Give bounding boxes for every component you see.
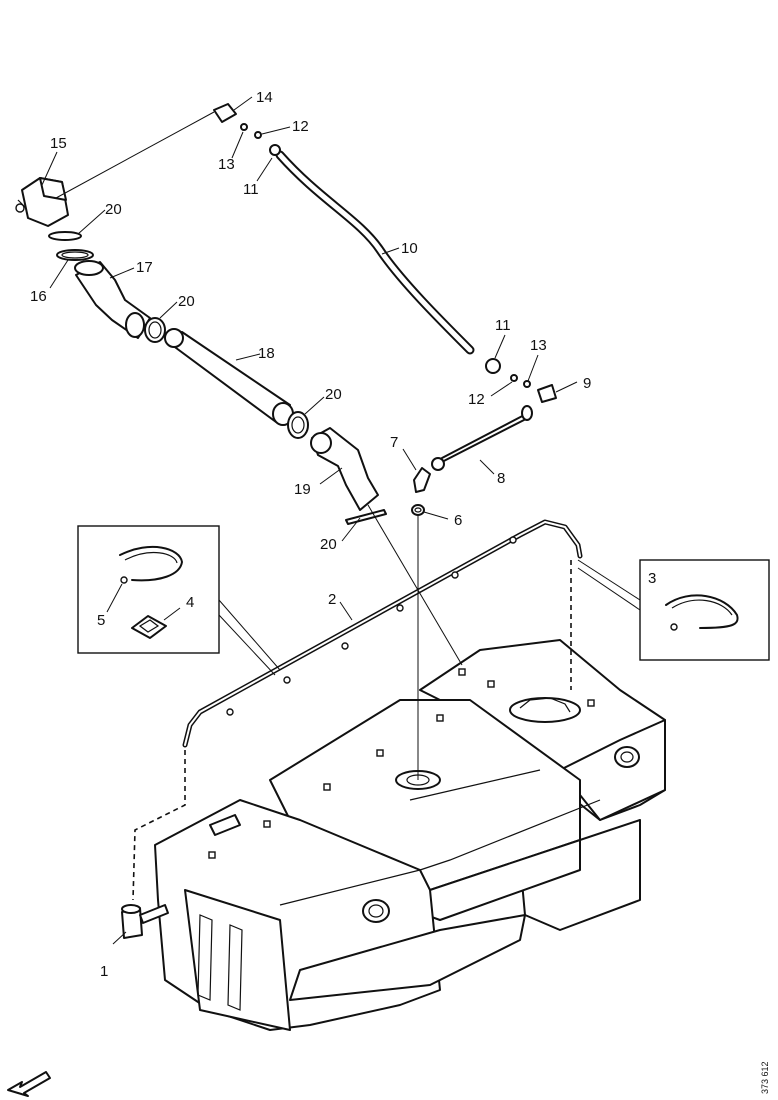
fitting-7 [413, 467, 431, 493]
filler-elbow-hose [74, 260, 151, 339]
callout-14: 14 [256, 89, 273, 106]
vent-hose [213, 103, 557, 403]
callout-6: 6 [454, 512, 462, 529]
hose-clamp-20d [345, 509, 387, 525]
callout-19: 19 [294, 481, 311, 498]
lower-filler-hose [310, 427, 379, 511]
callout-20-c: 20 [325, 386, 342, 403]
leader-lines [41, 96, 578, 945]
callout-17: 17 [136, 259, 153, 276]
callout-1: 1 [100, 963, 108, 980]
grommet-6 [411, 504, 425, 516]
callout-4: 4 [186, 594, 194, 611]
callout-11-lower: 11 [495, 317, 511, 334]
callout-20-a: 20 [105, 201, 122, 218]
callout-labels: 1 2 3 4 5 6 7 8 9 10 11 11 12 12 13 13 1… [30, 89, 656, 980]
callout-9: 9 [583, 375, 591, 392]
drawing-number: 373 612 [760, 1061, 770, 1094]
hose-clamp-20b [144, 317, 166, 343]
seal-ring-upper [48, 231, 82, 241]
callout-15: 15 [50, 135, 67, 152]
detail-box-left [77, 525, 220, 654]
vent-valve [121, 904, 169, 939]
callout-12-lower: 12 [468, 391, 485, 408]
callout-13-upper: 13 [218, 156, 235, 173]
callout-13-lower: 13 [530, 337, 547, 354]
callout-5: 5 [97, 612, 105, 629]
callout-16: 16 [30, 288, 47, 305]
callout-7: 7 [390, 434, 398, 451]
pipe-8 [431, 405, 533, 471]
callout-8: 8 [497, 470, 505, 487]
fuel-tank [154, 639, 666, 1031]
callout-20-b: 20 [178, 293, 195, 310]
callout-18: 18 [258, 345, 275, 362]
callout-2: 2 [328, 591, 336, 608]
hose-clamp-20c [287, 411, 309, 439]
hose-clamp-16 [56, 249, 94, 261]
filler-pipe [164, 328, 294, 426]
detail-box-right [639, 559, 770, 661]
front-direction-arrow-icon [7, 1071, 51, 1097]
callout-12-upper: 12 [292, 118, 309, 135]
callout-20-d: 20 [320, 536, 337, 553]
filler-cap-housing [15, 177, 69, 227]
breather-pipe [132, 519, 583, 901]
callout-3: 3 [648, 570, 656, 587]
callout-10: 10 [401, 240, 418, 257]
callout-11-upper: 11 [243, 181, 259, 198]
